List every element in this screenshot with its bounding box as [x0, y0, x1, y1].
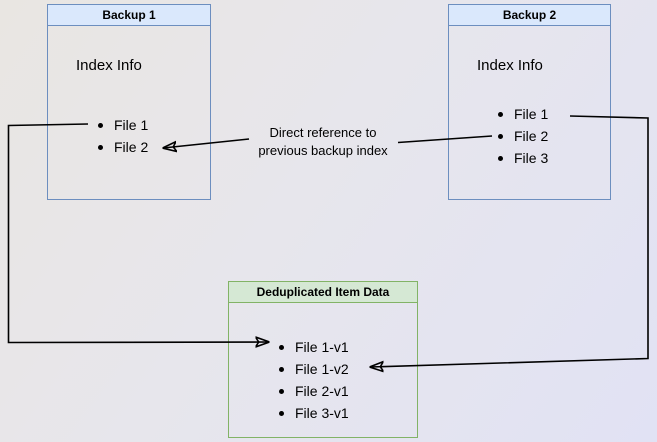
- backup2-title: Backup 2: [449, 5, 610, 26]
- list-item: File 1: [98, 114, 148, 136]
- list-item: File 1-v2: [279, 358, 349, 380]
- reference-annotation-line2: previous backup index: [258, 142, 388, 158]
- reference-annotation: Direct reference to previous backup inde…: [233, 124, 413, 159]
- backup1-index-info-label: Index Info: [76, 57, 142, 74]
- list-item: File 2: [98, 136, 148, 158]
- list-item: File 3-v1: [279, 402, 349, 424]
- reference-annotation-line1: Direct reference to: [269, 125, 377, 140]
- list-item: File 1: [498, 103, 548, 125]
- dedup-title: Deduplicated Item Data: [229, 282, 417, 303]
- list-item: File 2-v1: [279, 380, 349, 402]
- list-item: File 2: [498, 125, 548, 147]
- backup2-index-info-label: Index Info: [477, 57, 543, 74]
- backup1-title: Backup 1: [48, 5, 210, 26]
- list-item: File 3: [498, 147, 548, 169]
- list-item: File 1-v1: [279, 336, 349, 358]
